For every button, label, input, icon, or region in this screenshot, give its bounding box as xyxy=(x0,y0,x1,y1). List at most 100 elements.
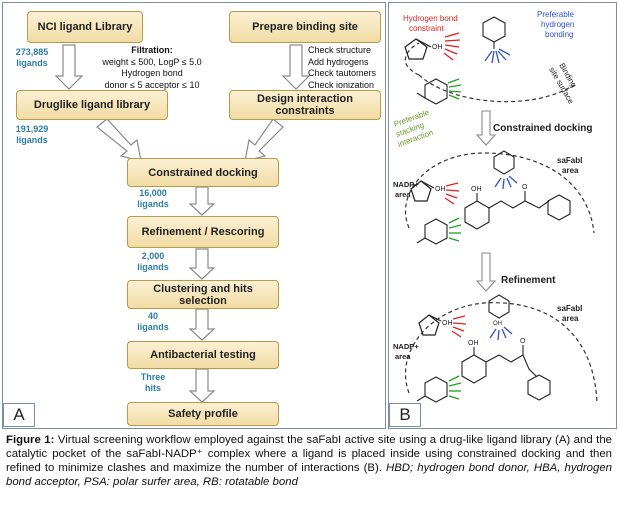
phenol-ring-bottom xyxy=(461,354,487,384)
filtration-title: Filtration: xyxy=(131,45,173,55)
green-stacking-lines-mid xyxy=(448,217,462,242)
count-number: 273,885 xyxy=(15,47,49,57)
blue-hbond-lines-bottom xyxy=(489,326,513,341)
count-2000: 2,000 ligands xyxy=(131,251,175,273)
box-refinement-rescoring: Refinement / Rescoring xyxy=(127,216,279,248)
box-prepare-binding-site: Prepare binding site xyxy=(229,11,381,43)
count-unit: ligands xyxy=(137,199,169,209)
arrow-prepare-to-design xyxy=(281,44,311,90)
hbond-constraint-label-2: constraint xyxy=(409,24,444,33)
phenyl-ring-bottom xyxy=(527,374,551,401)
box-antibacterial-testing: Antibacterial testing xyxy=(127,341,279,369)
binding-site-surface-bottom xyxy=(404,302,598,404)
count-unit: ligands xyxy=(137,322,169,332)
panel-b-label: B xyxy=(389,403,421,427)
cyclopentane-ring xyxy=(404,38,428,60)
count-three-hits: Three hits xyxy=(133,372,173,394)
box-nci-ligand-library: NCI ligand Library xyxy=(27,11,143,43)
green-stacking-lines-bottom xyxy=(448,375,462,400)
pref-hbond-label-2: hydrogen xyxy=(541,20,574,29)
box-design-constraints: Design interaction constraints xyxy=(229,90,381,120)
count-number: 2,000 xyxy=(141,251,165,261)
benzene-ring-bottom-left xyxy=(424,376,448,403)
count-number: 40 xyxy=(147,311,158,321)
red-hbond-lines-bottom xyxy=(451,315,467,338)
count-number: 16,000 xyxy=(139,188,167,198)
oh-text-bottom-left: OH xyxy=(442,320,453,327)
binding-site-surface-top-left xyxy=(404,42,420,76)
benzene-ring-top-left xyxy=(424,78,448,105)
filtration-criteria: Filtration: weight ≤ 500, LogP ≤ 5.0 Hyd… xyxy=(91,45,213,91)
red-hbond-lines-mid xyxy=(444,182,460,205)
safabl-area-label-mid-2: area xyxy=(562,166,579,175)
filtration-line: Hydrogen bond xyxy=(121,68,183,78)
box-druglike-library: Druglike ligand library xyxy=(16,90,168,120)
arrow-antibacterial-to-safety xyxy=(188,368,216,403)
aromatic-ring-mid xyxy=(493,150,515,175)
caption-text: Virtual screening workflow employed agai… xyxy=(6,434,612,474)
oh-text-bottom-acceptor: OH xyxy=(493,321,502,327)
box-safety-profile: Safety profile xyxy=(127,402,279,426)
oh-text-bottom: OH xyxy=(468,340,479,347)
binding-site-surface-mid xyxy=(404,152,595,234)
count-40: 40 ligands xyxy=(133,311,173,333)
panel-b-illustration: OH Hydrogen bond constraint Preferable h… xyxy=(393,10,598,404)
count-unit: ligands xyxy=(16,135,48,145)
red-hbond-lines-top xyxy=(443,32,461,61)
binding-site-surface-top xyxy=(418,74,575,103)
count-number: Three xyxy=(140,372,166,382)
oh-bond xyxy=(415,38,432,48)
caption-figure-label: Figure 1: xyxy=(6,434,55,446)
nadp-area-label-bottom-1: NADP+ xyxy=(393,342,419,351)
count-unit: hits xyxy=(144,383,161,393)
o-text-mid: O xyxy=(522,184,528,191)
phenol-ring-mid xyxy=(464,200,490,230)
arrow-refinement xyxy=(475,252,497,292)
blue-hbond-lines-mid xyxy=(494,175,518,190)
safabl-area-label-bottom-2: area xyxy=(562,314,579,323)
arrow-constrained-docking xyxy=(475,110,497,146)
refinement-label: Refinement xyxy=(501,275,556,286)
oh-text-top: OH xyxy=(432,44,443,51)
oh-text-mid-left: OH xyxy=(435,186,446,193)
cyclopentane-ring-bottom xyxy=(418,314,440,336)
nadp-area-label-bottom-2: area xyxy=(395,352,411,361)
arrow-nci-to-druglike xyxy=(54,44,84,90)
panel-a-arrows xyxy=(54,44,311,403)
constrained-docking-label: Constrained docking xyxy=(493,123,592,134)
safabl-area-label-mid-1: saFabI xyxy=(557,156,582,165)
check-item: Check ionization xyxy=(308,79,375,90)
filtration-line: donor ≤ 5 acceptor ≤ 10 xyxy=(104,79,200,90)
arrow-design-to-constrained xyxy=(244,118,284,162)
check-item: Check structure xyxy=(308,45,372,55)
aromatic-ring-bottom xyxy=(488,294,510,319)
phenyl-ring-mid xyxy=(547,194,571,221)
arrow-refinement-to-clustering xyxy=(188,248,216,280)
arrow-druglike-to-constrained xyxy=(96,118,142,162)
figure-caption: Figure 1: Virtual screening workflow emp… xyxy=(6,433,612,489)
panel-b: OH Hydrogen bond constraint Preferable h… xyxy=(388,2,617,429)
binding-site-checks: Check structure Add hydrogens Check taut… xyxy=(308,45,384,91)
arrow-constrained-to-refinement xyxy=(188,186,216,216)
filtration-line: weight ≤ 500, LogP ≤ 5.0 xyxy=(102,56,202,67)
green-stacking-lines-top xyxy=(447,78,462,100)
count-191929: 191,929 ligands xyxy=(7,124,57,146)
nadp-area-label-mid-2: area xyxy=(395,190,411,199)
box-clustering-hits: Clustering and hits selection xyxy=(127,280,279,309)
arrow-clustering-to-antibacterial xyxy=(188,308,216,341)
aromatic-ring-top xyxy=(482,16,506,43)
cyclopentane-ring-mid xyxy=(410,180,432,202)
safabl-area-label-bottom-1: saFabI xyxy=(557,304,582,313)
caption-abbreviations: HBD; hydrogen bond donor, HBA, hydrogen … xyxy=(6,462,612,488)
check-item: Check tautomers xyxy=(308,68,377,78)
panel-a: NCI ligand Library Prepare binding site … xyxy=(2,2,386,429)
count-unit: ligands xyxy=(137,262,169,272)
box-constrained-docking: Constrained docking xyxy=(127,158,279,187)
blue-hbond-lines-top xyxy=(484,48,511,64)
count-273885: 273,885 ligands xyxy=(7,47,57,69)
count-16000: 16,000 ligands xyxy=(131,188,175,210)
count-unit: ligands xyxy=(16,58,48,68)
count-number: 191,929 xyxy=(15,124,49,134)
nadp-area-label-mid-1: NADP+ xyxy=(393,180,419,189)
check-item: Add hydrogens xyxy=(308,56,369,67)
